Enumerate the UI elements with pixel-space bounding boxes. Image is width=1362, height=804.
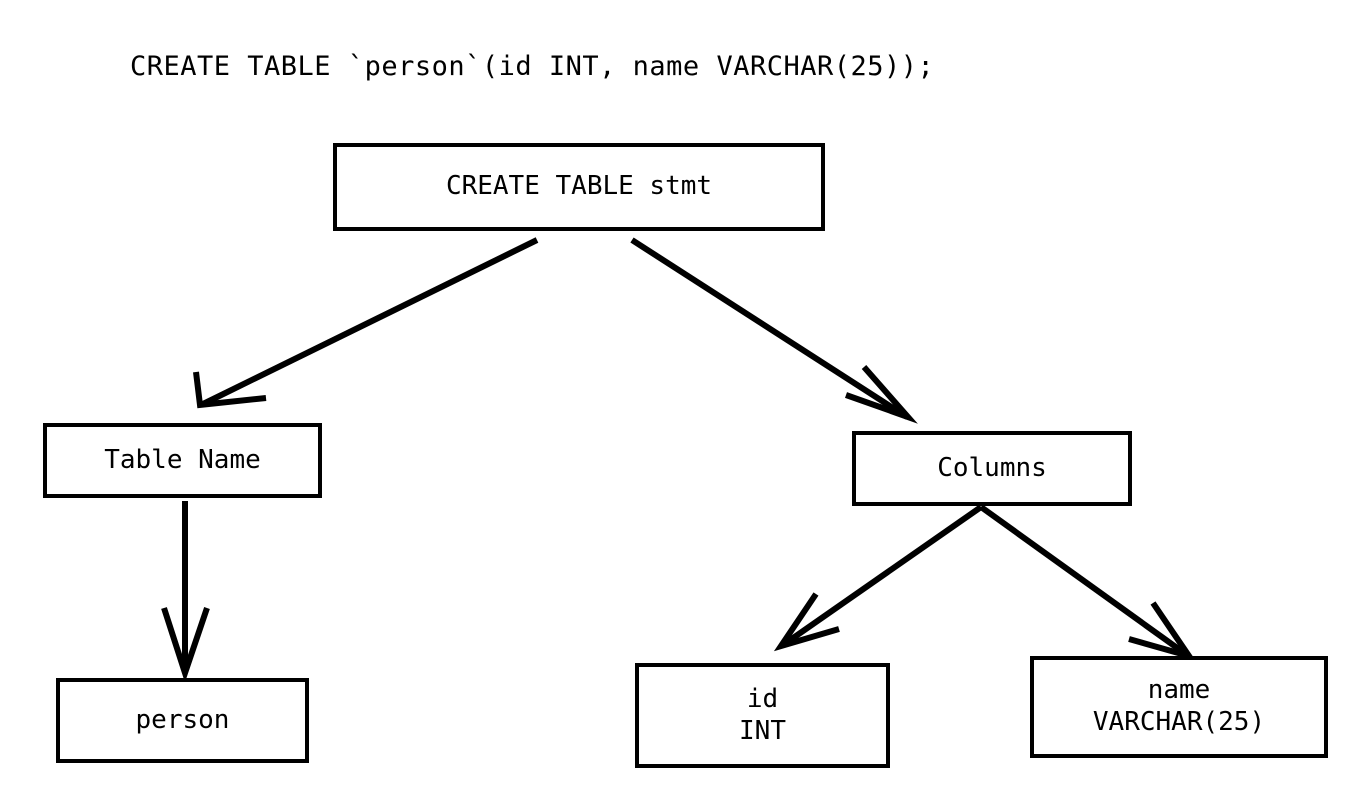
node-table-name-label: Table Name xyxy=(104,444,261,475)
edge-root-to-columns xyxy=(630,237,918,424)
node-columns-label: Columns xyxy=(937,452,1047,483)
edge-columns-to-column-id xyxy=(773,504,983,652)
edge-columns-to-column-name xyxy=(979,504,1197,662)
node-column-id-type: INT xyxy=(739,715,786,746)
edge-table-name-to-person xyxy=(161,501,210,683)
node-column-id-name: id xyxy=(746,683,779,714)
node-columns[interactable]: Columns xyxy=(852,431,1132,506)
node-column-name[interactable]: name VARCHAR(25) xyxy=(1030,656,1328,758)
edge-root-to-table-name xyxy=(193,237,539,409)
sql-statement-caption: CREATE TABLE `person`(id INT, name VARCH… xyxy=(130,51,935,82)
node-column-name-name: name xyxy=(1147,675,1211,706)
node-person[interactable]: person xyxy=(56,678,309,763)
node-person-label: person xyxy=(135,704,230,735)
node-root-label: CREATE TABLE stmt xyxy=(445,171,713,202)
node-table-name[interactable]: Table Name xyxy=(43,423,322,498)
node-column-name-type: VARCHAR(25) xyxy=(1092,707,1266,737)
node-create-table-stmt[interactable]: CREATE TABLE stmt xyxy=(333,143,825,231)
node-column-id[interactable]: id INT xyxy=(635,663,890,768)
